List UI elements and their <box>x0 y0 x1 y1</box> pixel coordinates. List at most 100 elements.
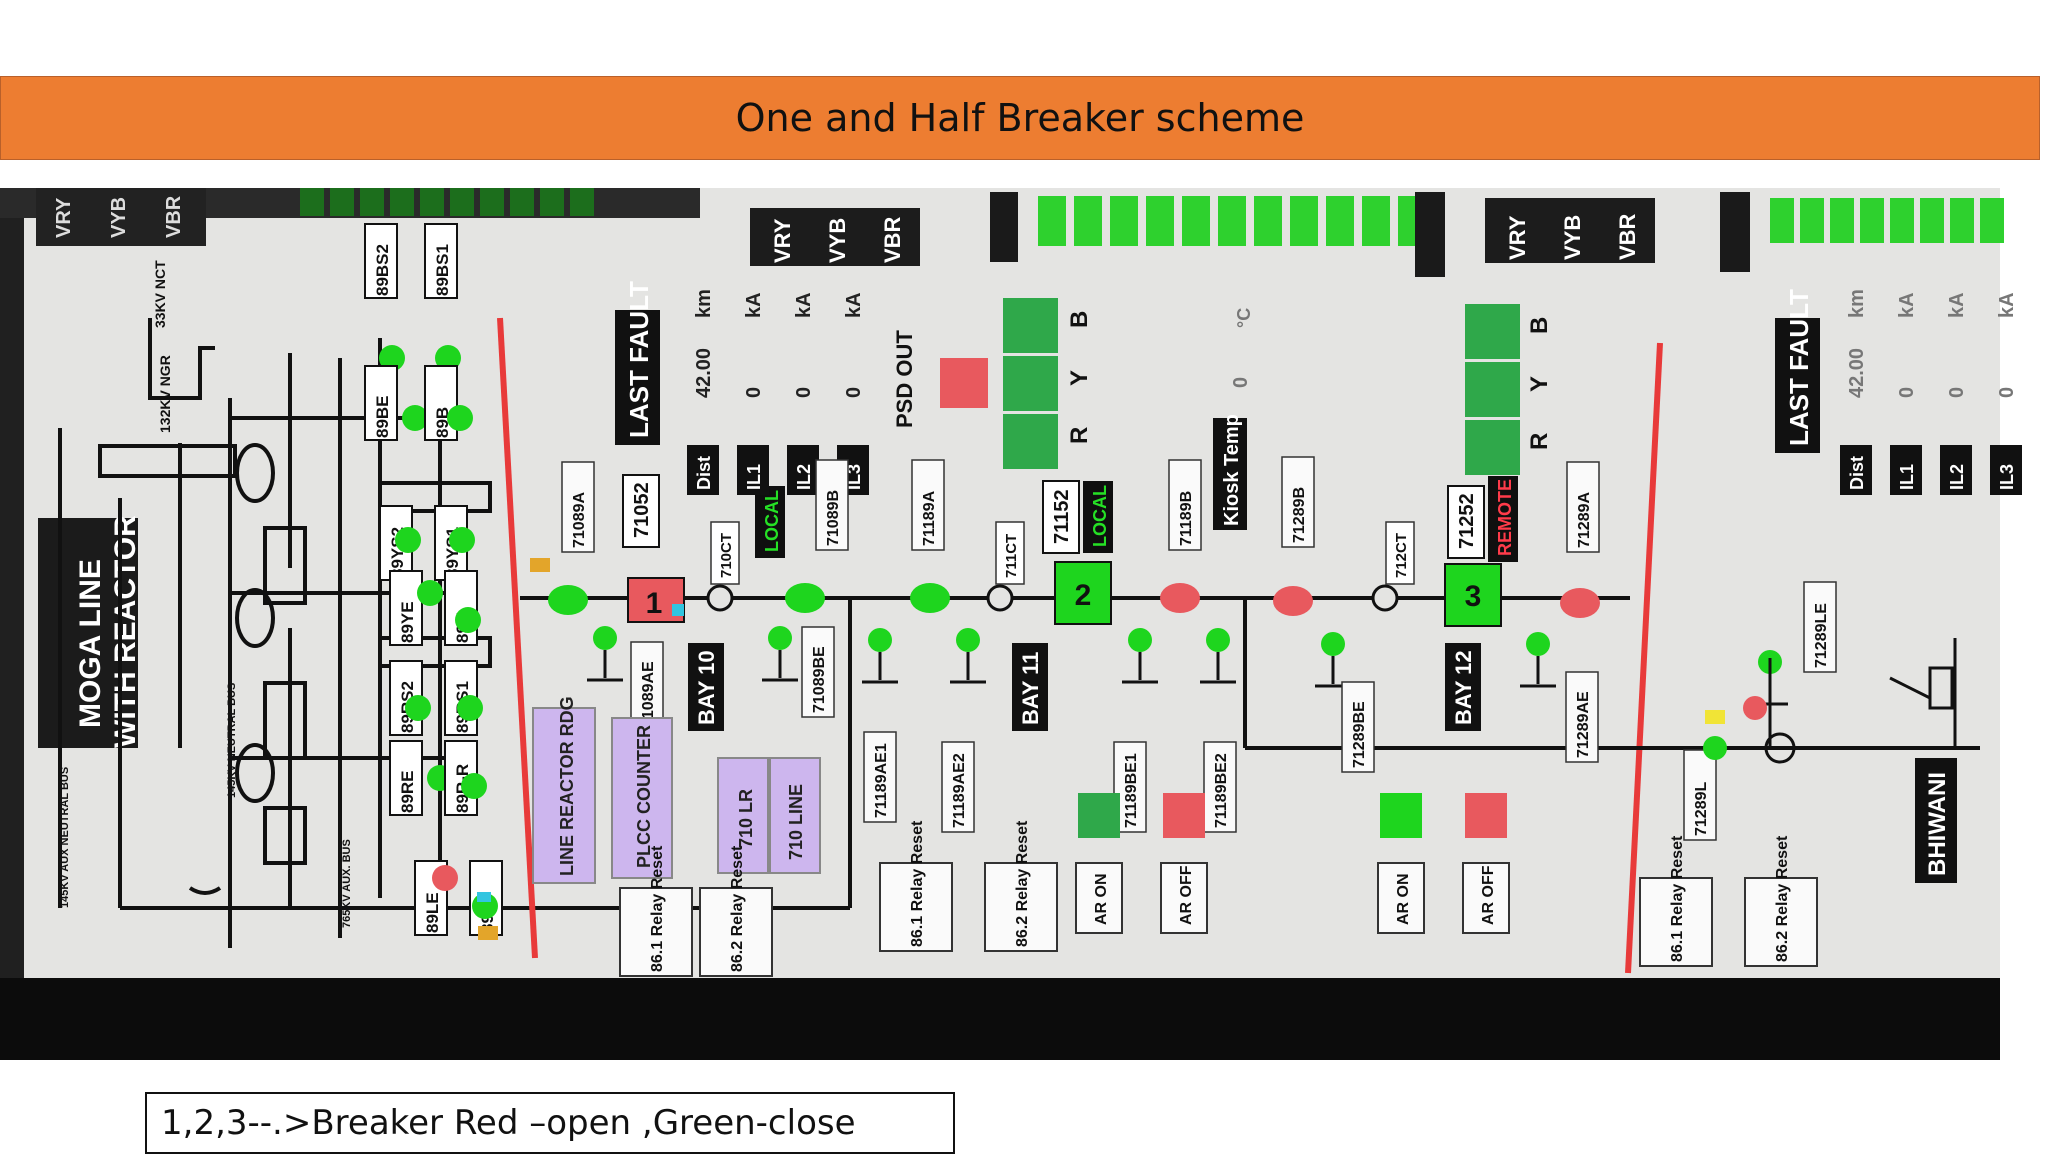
relay-86-1-reset-button[interactable]: 86.1 Relay Reset <box>879 820 953 952</box>
disconnector-indicator[interactable] <box>1160 583 1200 613</box>
phase-b: B <box>1526 317 1553 334</box>
ar-off-button[interactable]: AR OFF <box>1160 862 1208 934</box>
strip-cell <box>420 188 444 216</box>
slide-title-bar: One and Half Breaker scheme <box>0 76 2040 160</box>
disconnector-indicator[interactable] <box>548 585 588 615</box>
earth-switch-indicator[interactable] <box>768 626 792 650</box>
relay-86-2-reset-button[interactable]: 86.2 Relay Reset <box>1744 835 1818 967</box>
equipment-tag: 71189A <box>921 490 938 546</box>
isolator-indicator[interactable] <box>461 773 487 799</box>
isolator-indicator[interactable] <box>432 865 458 891</box>
fault-row-unit: km <box>693 289 715 318</box>
relay-86-1-reset-button[interactable]: 86.1 Relay Reset <box>619 845 693 977</box>
isolator-indicator[interactable] <box>457 695 483 721</box>
strip-cell <box>450 188 474 216</box>
fault-row-label-box <box>787 445 819 495</box>
line-reactor-rdg-button[interactable]: LINE REACTOR RDG <box>532 696 596 884</box>
line-710-button[interactable]: 710 LINE <box>769 757 821 874</box>
ct-label: 710CT <box>718 533 735 578</box>
plcc-counter-button[interactable]: PLCC COUNTER <box>611 717 673 879</box>
strip-cell <box>1980 198 2004 243</box>
earth-switch-indicator[interactable] <box>593 626 617 650</box>
isolator-indicator[interactable] <box>379 345 405 371</box>
relay-86-1-reset-button[interactable]: 86.1 Relay Reset <box>1639 835 1713 967</box>
vyb-label: VYB <box>825 218 850 263</box>
isolator-indicator[interactable] <box>447 405 473 431</box>
isolator-indicator[interactable] <box>395 527 421 553</box>
line-isolator-indicator <box>1703 736 1727 760</box>
lr-710-button[interactable]: 710 LR <box>717 757 769 874</box>
breaker-1-id-tag: 71052 <box>622 474 660 548</box>
fault-row-label: IL1 <box>1897 464 1917 490</box>
strip-cell <box>570 188 594 216</box>
strip-cell <box>1254 196 1282 246</box>
breaker-2-id-tag: 71152 <box>1042 480 1080 554</box>
fault-row-unit: kA <box>1896 292 1918 318</box>
ar-off-button[interactable]: AR OFF <box>1462 862 1510 934</box>
earth-switch-indicator[interactable] <box>1128 628 1152 652</box>
equipment-tag: 71089B <box>825 490 842 546</box>
ar-on-button[interactable]: AR ON <box>1377 862 1425 934</box>
isolator-group: 89BS289BS189BE89B89YS289YS189YE89Y89RS28… <box>364 223 550 940</box>
earth-switch-indicator[interactable] <box>868 628 892 652</box>
isolator-label: 89YE <box>398 601 417 643</box>
scada-screen-photo: VRY VYB VBR VRY VYB VBR VRY VYB VBR MOGA… <box>0 188 2022 1060</box>
isolator-indicator[interactable] <box>449 527 475 553</box>
fault-row-label: IL3 <box>1997 464 2017 490</box>
equipment-tag: 71089AE <box>640 661 657 728</box>
relay-86-2-reset-button[interactable]: 86.2 Relay Reset <box>699 845 773 977</box>
bus-1-line <box>497 317 538 959</box>
mode-label-2: LOCAL <box>1083 481 1113 553</box>
disconnector-indicator[interactable] <box>785 583 825 613</box>
equipment-tag: 71189AE1 <box>873 743 890 818</box>
fault-row-label: IL2 <box>794 464 814 490</box>
isolator-indicator[interactable] <box>405 695 431 721</box>
strip-cell <box>1038 196 1066 246</box>
disconnector-indicators <box>548 583 1788 706</box>
strip-cell <box>1182 196 1210 246</box>
strip-cell <box>360 188 384 216</box>
fault-row-value: 42.00 <box>693 348 715 398</box>
disconnector-indicator[interactable] <box>1560 588 1600 618</box>
legend-caption: 1,2,3--.>Breaker Red –open ,Green-close <box>145 1092 955 1154</box>
bay-10-label: BAY 10 <box>688 643 724 731</box>
ar-button-label: AR OFF <box>1480 865 1497 925</box>
fault-row-label: Dist <box>694 456 714 490</box>
earth-switch-indicator[interactable] <box>1321 632 1345 656</box>
equipment-tag: 71189BE1 <box>1123 753 1140 828</box>
isolator-indicator[interactable] <box>417 580 443 606</box>
breaker-3[interactable]: 3 <box>1444 563 1502 627</box>
strip-cell <box>1290 196 1318 246</box>
isolator-label: 89B <box>433 407 452 438</box>
last-fault-title: LAST FAULT <box>624 281 654 438</box>
earth-switch-indicator[interactable] <box>956 628 980 652</box>
strip-cell <box>1770 198 1794 243</box>
vbr-label: VBR <box>163 195 185 238</box>
isolator-indicator[interactable] <box>435 345 461 371</box>
breaker-2-id: 71152 <box>1051 489 1073 544</box>
relay-86-2-reset-button[interactable]: 86.2 Relay Reset <box>984 820 1058 952</box>
bay-11-label: BAY 11 <box>1012 643 1048 731</box>
line-710-label: 710 LINE <box>786 784 806 860</box>
equipment-tag: 71189BE2 <box>1213 753 1230 828</box>
fault-row-unit: kA <box>1996 292 2018 318</box>
isolator-indicator[interactable] <box>402 405 428 431</box>
fault-row-unit: kA <box>1946 292 1968 318</box>
phase-indicators-right: B Y R <box>1465 304 1553 475</box>
breaker-1-id: 71052 <box>631 482 653 538</box>
isolator-indicator[interactable] <box>455 607 481 633</box>
earth-switch-indicator[interactable] <box>1206 628 1230 652</box>
ct-label: 711CT <box>1003 534 1020 578</box>
line-earth-switch-indicator <box>1743 696 1767 720</box>
earth-switch-indicator[interactable] <box>1526 632 1550 656</box>
psd-out-indicator <box>940 358 988 408</box>
signal-strip-top <box>300 188 2004 277</box>
fault-row-label: IL3 <box>844 464 864 490</box>
ar-on-button[interactable]: AR ON <box>1075 862 1123 934</box>
disconnector-indicator[interactable] <box>910 583 950 613</box>
fault-row-label: Dist <box>1847 456 1867 490</box>
fault-row-value: 0 <box>743 387 765 398</box>
breaker-2[interactable]: 2 <box>1054 561 1112 625</box>
disconnector-indicator[interactable] <box>1273 586 1313 616</box>
breaker-1[interactable]: 1 <box>627 577 685 623</box>
